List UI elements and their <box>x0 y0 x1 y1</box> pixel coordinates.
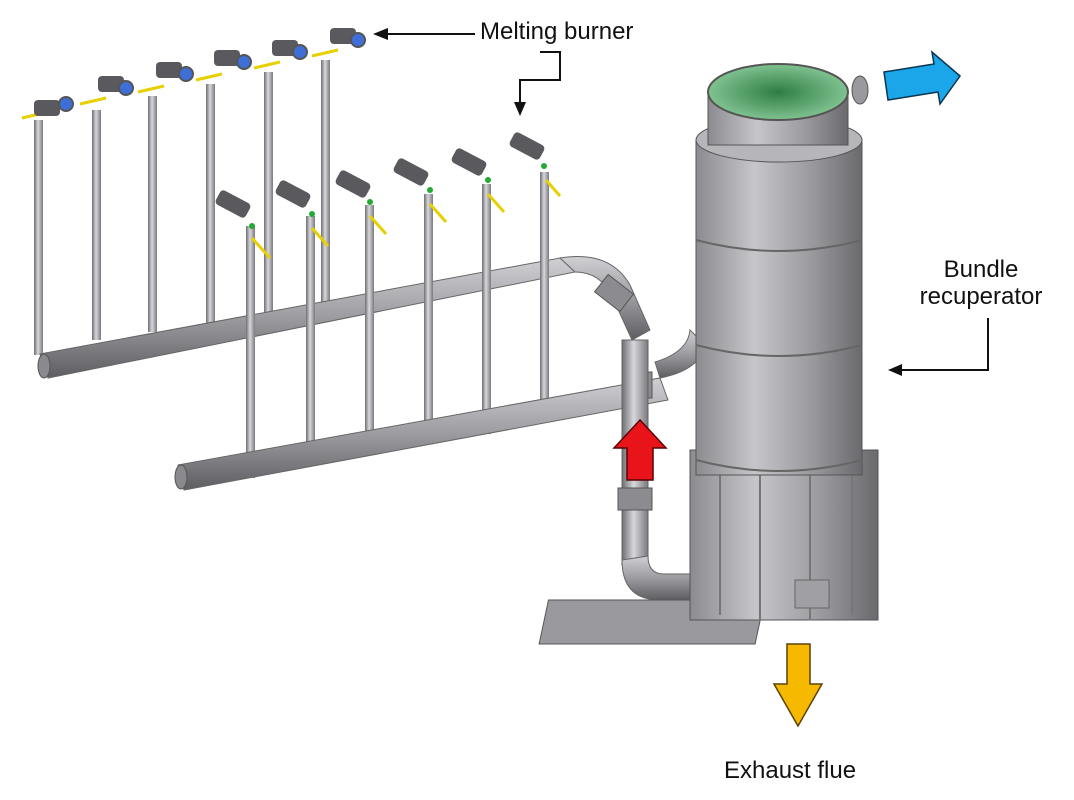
lower-burner <box>393 158 448 444</box>
callout-arrowhead <box>373 28 388 40</box>
burner-head <box>214 50 240 66</box>
burner-ring <box>236 54 252 70</box>
burner-ring <box>292 44 308 60</box>
burner-ring <box>350 32 366 48</box>
expansion-joint <box>593 273 635 313</box>
melting-burner-label: Melting burner <box>480 18 634 45</box>
burner-riser-pipe <box>424 194 433 444</box>
gas-line <box>195 72 223 82</box>
exhaust-arrow <box>772 643 824 728</box>
callout-arrowhead <box>888 364 902 376</box>
burner-ring <box>118 80 134 96</box>
burner-ring <box>178 66 194 82</box>
gas-line <box>486 193 506 213</box>
bundle-recuperator-label-line1: Bundle <box>943 256 1019 283</box>
gas-line <box>250 236 272 260</box>
burner-head <box>393 158 429 186</box>
exhaust-flue-label: Exhaust flue <box>724 757 857 784</box>
burner-riser-pipe <box>482 184 491 434</box>
igniter <box>485 177 491 183</box>
bundle-recuperator-label: Bundle recuperator <box>890 256 1072 310</box>
burner-riser-pipe <box>306 216 315 466</box>
burner-riser-pipe <box>321 60 330 306</box>
gas-line <box>428 203 448 223</box>
burner-riser-pipe <box>206 84 215 324</box>
upper-burner <box>137 62 194 332</box>
upper-burner <box>79 76 134 340</box>
shell-body <box>695 139 863 476</box>
lower-housing <box>689 449 879 621</box>
inspection-plate <box>794 579 830 609</box>
upper-burner <box>21 96 74 355</box>
air-inlet-arrow <box>883 50 962 106</box>
igniter <box>541 163 547 169</box>
lower-burner <box>275 180 330 466</box>
gas-line <box>368 215 388 235</box>
air-inlet-nozzle <box>851 75 869 105</box>
bundle-recuperator-label-line2: recuperator <box>919 283 1043 310</box>
burner-riser-pipe <box>148 96 157 332</box>
burner-riser-pipe <box>264 72 273 316</box>
gas-line <box>253 60 281 70</box>
bundle-recuperator <box>538 63 879 645</box>
burner-riser-pipe <box>92 110 101 340</box>
burner-head <box>98 76 124 92</box>
hot-air-arrow <box>612 418 668 481</box>
bundle-recuperator-callout <box>888 318 989 376</box>
upper-burner <box>195 50 252 324</box>
melting-burner-callouts <box>373 28 561 116</box>
upper-burner-row <box>21 28 366 355</box>
burner-head <box>330 28 356 44</box>
burner-riser-pipe <box>246 226 255 478</box>
upper-burner <box>253 40 308 316</box>
igniter <box>249 223 255 229</box>
header-elbow <box>654 328 706 379</box>
burner-head <box>215 190 251 218</box>
lower-burner <box>335 170 388 455</box>
burner-ring <box>58 96 74 112</box>
burner-riser-pipe <box>365 205 374 455</box>
igniter <box>427 187 433 193</box>
burner-head <box>451 148 487 176</box>
lower-burner <box>215 190 272 478</box>
riser-elbow <box>621 555 701 601</box>
gas-line <box>137 84 165 94</box>
burner-head <box>34 100 60 116</box>
burner-head <box>335 170 371 198</box>
igniter <box>367 199 373 205</box>
burner-head <box>272 40 298 56</box>
header-elbow <box>558 256 651 341</box>
gas-line <box>79 96 107 106</box>
burner-riser-pipe <box>34 120 43 355</box>
callout-arrowhead <box>514 102 526 116</box>
lower-burner <box>451 148 506 434</box>
lower-burner-row <box>215 132 562 478</box>
gas-line <box>310 227 330 247</box>
burner-head <box>156 62 182 78</box>
upper-air-header <box>37 256 651 379</box>
igniter <box>309 211 315 217</box>
burner-riser-pipe <box>540 172 549 422</box>
top-opening <box>707 63 849 121</box>
gas-line <box>311 48 339 58</box>
lower-burner <box>509 132 562 422</box>
expansion-joint <box>617 487 653 511</box>
gas-line <box>544 179 562 197</box>
upper-burner <box>311 28 366 306</box>
burner-head <box>275 180 311 208</box>
burner-head <box>509 132 545 160</box>
